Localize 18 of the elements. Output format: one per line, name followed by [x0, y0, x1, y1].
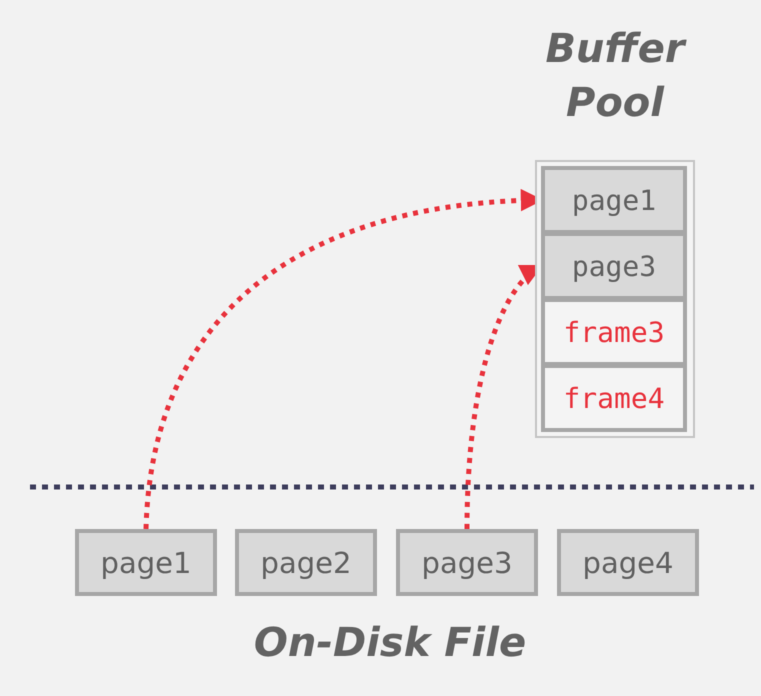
disk-page-box — [557, 529, 699, 596]
buffer-frame — [541, 232, 687, 300]
page-label: page2 — [260, 546, 352, 580]
page-label: page3 — [572, 250, 656, 282]
heading: Buffer Pool — [544, 25, 688, 128]
caption-label: On-Disk File — [252, 620, 528, 666]
disk-page-box — [235, 529, 377, 596]
disk-page-box — [396, 529, 538, 596]
disk-page-box — [75, 529, 217, 596]
page-label: page3 — [422, 546, 512, 580]
buffer-frame — [541, 166, 687, 234]
page-label: page1 — [100, 546, 192, 580]
page-label: frame4 — [563, 382, 665, 414]
page-label: frame3 — [563, 316, 665, 348]
page-label: page4 — [582, 546, 674, 580]
empty-frame — [541, 364, 687, 432]
page-label: page1 — [572, 184, 656, 216]
empty-frame — [541, 298, 687, 366]
